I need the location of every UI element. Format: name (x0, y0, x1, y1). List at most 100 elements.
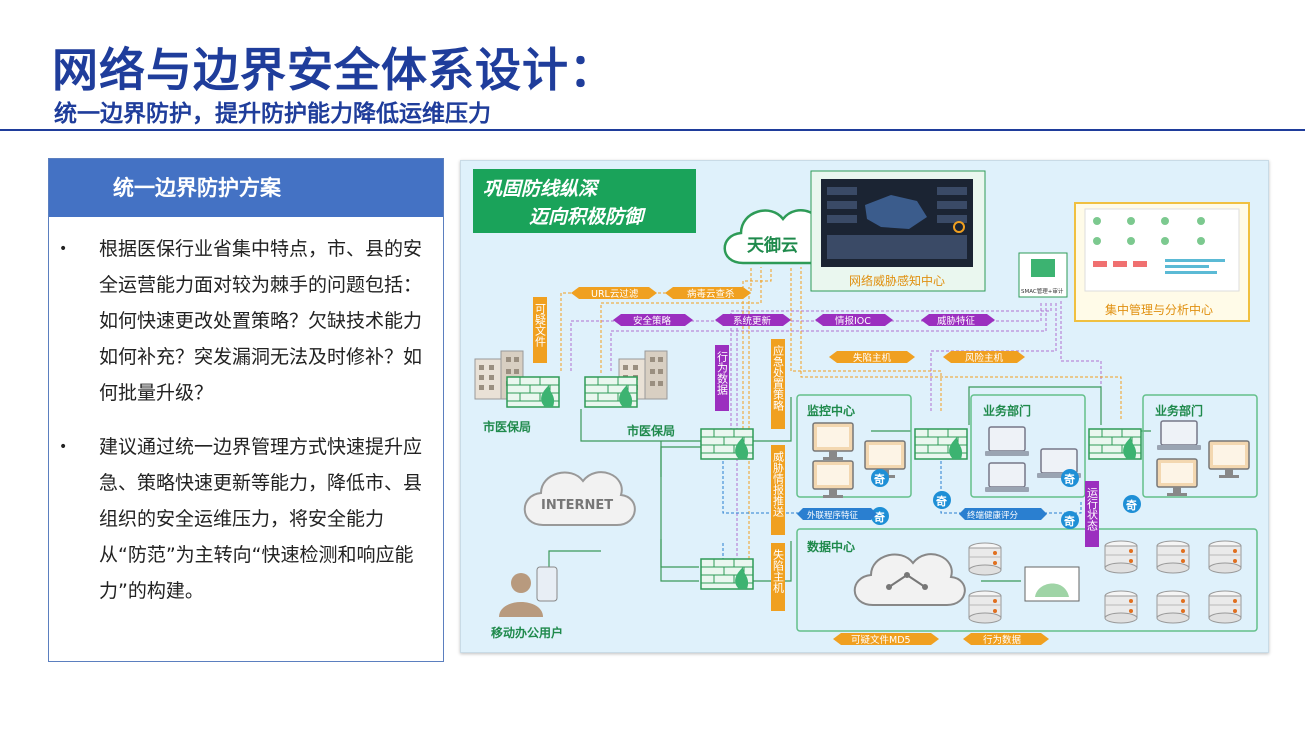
monitor-center-label: 监控中心 (807, 403, 855, 418)
svg-text:外联程序特征: 外联程序特征 (807, 510, 859, 521)
server-icon (1104, 540, 1138, 574)
data-center-label: 数据中心 (807, 539, 855, 554)
tag-system-update: 系统更新 (715, 314, 791, 327)
svg-text:可疑文件MD5: 可疑文件MD5 (851, 634, 911, 646)
title-divider (0, 129, 1305, 131)
tag-terminal-health: 终端健康评分 (959, 508, 1047, 521)
monitor-icon (812, 460, 854, 499)
svg-text:病毒云查杀: 病毒云查杀 (687, 288, 735, 300)
data-firewall-icon (1024, 566, 1080, 602)
internet-label: INTERNET (541, 498, 613, 513)
svg-text:情报IOC: 情报IOC (835, 315, 871, 327)
threat-center-label: 网络威胁感知中心 (849, 273, 945, 288)
firewall-icon (506, 376, 560, 408)
architecture-diagram: 巩固防线纵深 迈向积极防御 天御云 网络威胁感知中心 集中管理与分析中心 SMA… (460, 160, 1269, 653)
tag-threat-feature: 威胁特征 (921, 314, 995, 327)
tag-threat-intel-push: 威胁情报推送 (771, 445, 785, 535)
tag-suspicious-md5: 可疑文件MD5 (833, 633, 939, 646)
firewall-icon (914, 428, 968, 460)
internet-cloud-icon (523, 471, 636, 526)
mgmt-dashboard-icon (1084, 208, 1240, 292)
cloud-label: 天御云 (747, 235, 798, 256)
badge-icon: 奇 (1123, 495, 1141, 513)
badge-char: 奇 (936, 494, 947, 508)
scheme-panel: 统一边界防护方案 • 根据医保行业省集中特点，市、县的安全运营能力面对较为棘手的… (48, 158, 444, 662)
mobile-user-label: 移动办公用户 (491, 625, 563, 640)
server-icon (1156, 590, 1190, 624)
panel-heading: 统一边界防护方案 (49, 159, 443, 217)
tag-virus-scan: 病毒云查杀 (665, 287, 751, 300)
biz-dept-zone-2 (1142, 394, 1258, 498)
tag-url-filter: URL云过滤 (571, 287, 657, 300)
svg-text:失陷主机: 失陷主机 (772, 549, 785, 593)
server-icon (968, 590, 1002, 624)
svg-text:威胁情报推送: 威胁情报推送 (772, 451, 785, 517)
server-icon (1208, 590, 1242, 624)
badge-icon: 奇 (871, 469, 889, 487)
tag-outbound-feature: 外联程序特征 (797, 508, 877, 521)
svg-text:可疑文件: 可疑文件 (534, 303, 547, 348)
server-icon (1208, 540, 1242, 574)
badge-char: 奇 (874, 472, 885, 486)
monitor-icon (812, 422, 854, 461)
firewall-icon (1088, 428, 1142, 460)
svg-text:运行状态: 运行状态 (1086, 487, 1099, 531)
badge-icon: 奇 (933, 491, 951, 509)
bullet-item: • 根据医保行业省集中特点，市、县的安全运营能力面对较为棘手的问题包括：如何快速… (59, 231, 429, 411)
svg-text:失陷主机: 失陷主机 (853, 352, 892, 364)
tag-security-policy: 安全策略 (613, 314, 693, 327)
laptop-icon (1156, 420, 1202, 451)
svg-text:应急处置策略: 应急处置策略 (772, 344, 785, 412)
monitor-center-zone (796, 394, 912, 498)
monitor-icon (1156, 458, 1198, 497)
svg-text:行为数据: 行为数据 (983, 634, 1022, 646)
bullet-text: 建议通过统一边界管理方式快速提升应急、策略快速更新等能力，降低市、县组织的安全运… (99, 436, 423, 602)
firewall-icon (584, 376, 638, 408)
bureau-label-right: 市医保局 (627, 423, 675, 438)
tag-risk-host: 风险主机 (943, 351, 1025, 364)
badge-char: 奇 (1126, 498, 1137, 512)
server-icon (1156, 540, 1190, 574)
svg-text:威胁特征: 威胁特征 (937, 315, 976, 327)
user-icon (499, 573, 543, 617)
bullet-text: 根据医保行业省集中特点，市、县的安全运营能力面对较为棘手的问题包括：如何快速更改… (99, 238, 423, 404)
tag-suspicious-file: 可疑文件 (533, 297, 547, 363)
firewall-icon (700, 558, 754, 590)
bullet-dot-icon: • (59, 241, 68, 257)
badge-char: 奇 (1064, 514, 1075, 528)
bureau-label-left: 市医保局 (483, 419, 531, 434)
page-title: 网络与边界安全体系设计： (52, 43, 616, 97)
svg-text:系统更新: 系统更新 (733, 315, 772, 327)
bullet-item: • 建议通过统一边界管理方式快速提升应急、策略快速更新等能力，降低市、县组织的安… (59, 429, 429, 609)
tag-intel-ioc: 情报IOC (815, 314, 893, 327)
bullet-dot-icon: • (59, 439, 68, 455)
page-subtitle: 统一边界防护，提升防护能力降低运维压力 (54, 101, 491, 127)
mgmt-center-label: 集中管理与分析中心 (1105, 302, 1213, 317)
data-cloud-icon (853, 553, 966, 606)
tag-run-status: 运行状态 (1085, 481, 1099, 547)
slogan-banner (473, 169, 696, 233)
server-icon (968, 542, 1002, 576)
tag-behavior-data: 行为数据 (715, 345, 729, 411)
tag-compromised-host: 失陷主机 (829, 351, 915, 364)
tag-compromised-host-v: 失陷主机 (771, 543, 785, 611)
slogan-line-1: 巩固防线纵深 (483, 178, 600, 200)
firewall-icon (700, 428, 754, 460)
svg-text:URL云过滤: URL云过滤 (591, 288, 639, 300)
server-icon (1104, 590, 1138, 624)
biz-dept-label-1: 业务部门 (983, 403, 1031, 418)
biz-dept-zone-1 (970, 394, 1086, 498)
monitor-icon (1208, 440, 1250, 479)
tag-emergency-policy: 应急处置策略 (771, 339, 785, 429)
slogan-line-2: 迈向积极防御 (529, 206, 646, 228)
laptop-icon (984, 426, 1030, 457)
badge-icon: 奇 (1061, 469, 1079, 487)
badge-icon: 奇 (871, 507, 889, 525)
svg-text:行为数据: 行为数据 (716, 351, 729, 396)
badge-icon: 奇 (1061, 511, 1079, 529)
data-center-zone (796, 528, 1258, 632)
tag-behavior-data-2: 行为数据 (963, 633, 1049, 646)
svg-text:安全策略: 安全策略 (633, 315, 672, 327)
svg-text:风险主机: 风险主机 (965, 352, 1004, 364)
smac-icon (1031, 259, 1055, 277)
